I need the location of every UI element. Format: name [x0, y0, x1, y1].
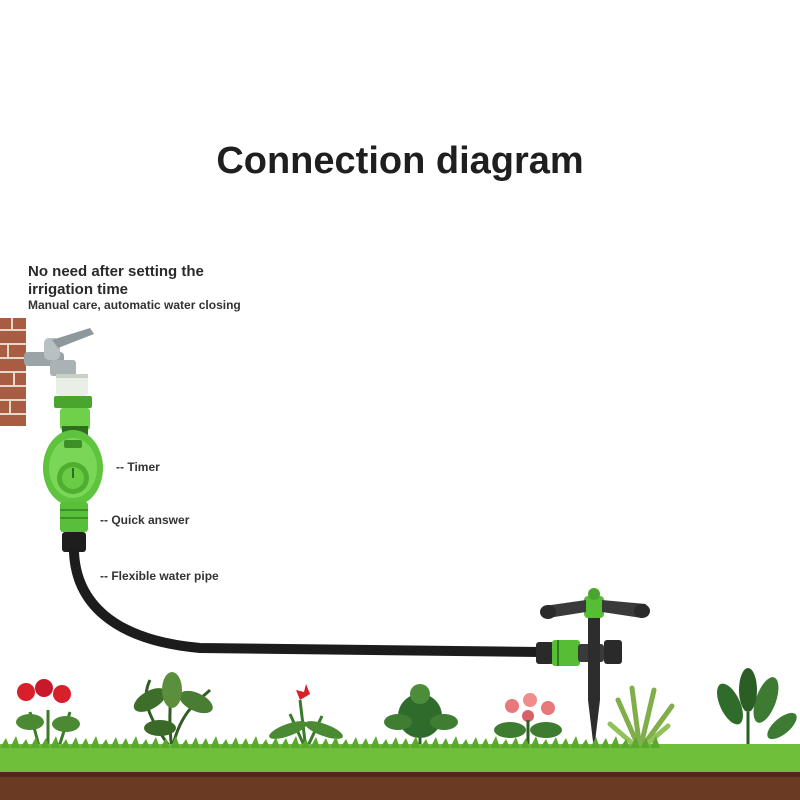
diagram-title: Connection diagram — [216, 140, 584, 182]
timer-label: -- Timer — [116, 460, 160, 474]
quick-connector — [60, 502, 88, 552]
timer-icon — [43, 430, 103, 506]
plant-icon — [607, 685, 675, 753]
soil-strip — [0, 772, 800, 800]
plant-icon — [717, 668, 797, 750]
pipe-label: -- Flexible water pipe — [100, 569, 219, 583]
plant-icon — [133, 672, 213, 751]
plant-icon — [269, 684, 343, 751]
brick-wall — [0, 318, 26, 426]
note-sub: Manual care, automatic water closing — [28, 298, 241, 312]
quick-connector-label: -- Quick answer — [100, 513, 190, 527]
flower-icon — [16, 679, 80, 751]
grass-strip — [0, 736, 800, 774]
flexible-water-pipe — [69, 547, 545, 657]
sprinkler-icon — [536, 588, 650, 750]
note-main: No need after setting the irrigation tim… — [28, 263, 204, 298]
flower-icon — [494, 693, 562, 750]
faucet-icon — [24, 328, 94, 396]
